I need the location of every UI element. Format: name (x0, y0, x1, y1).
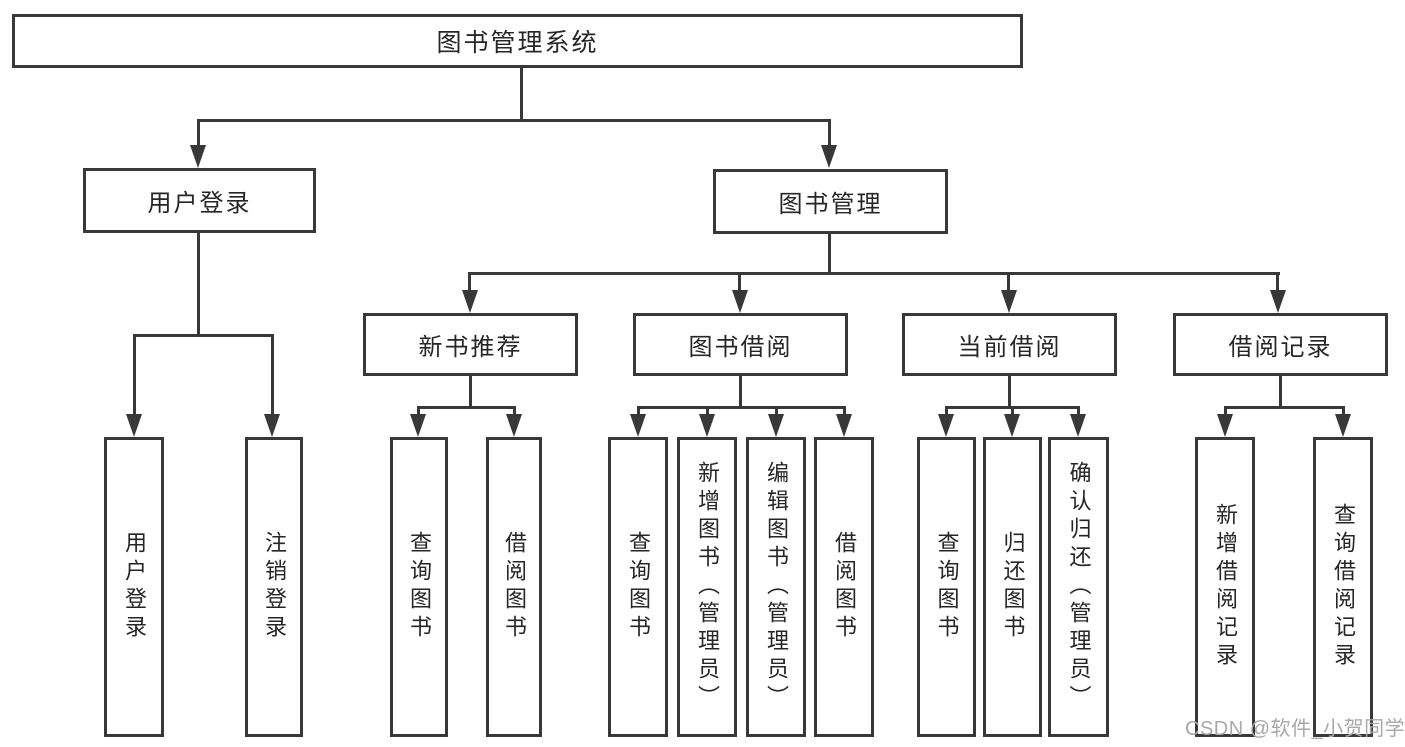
leaf-add-books-admin: 新增图书（管理员） (677, 437, 737, 737)
node-label: 新书推荐 (418, 334, 523, 361)
connector-segment (197, 119, 831, 122)
connector-segment (775, 406, 778, 420)
node-label: 用户登录 (147, 190, 252, 217)
connector-segment (468, 272, 471, 292)
leaf-borrow-books: 借阅图书 (814, 437, 874, 737)
arrow-down-icon (1217, 414, 1233, 437)
connector-segment (1342, 406, 1345, 420)
node-label: 借阅图书 (502, 531, 527, 643)
connector-segment (197, 119, 200, 149)
connector-segment (828, 234, 831, 275)
arrow-down-icon (938, 414, 954, 437)
arrow-down-icon (462, 290, 478, 313)
connector-segment (197, 233, 200, 336)
connector-segment (1224, 406, 1344, 409)
connector-segment (417, 406, 516, 409)
node-new-book-recommend: 新书推荐 (363, 313, 578, 376)
leaf-query-books-current: 查询图书 (917, 437, 976, 737)
connector-segment (739, 376, 742, 408)
connector-segment (706, 406, 709, 420)
connector-segment (843, 406, 846, 420)
connector-segment (513, 406, 516, 420)
node-label: 查询图书 (407, 531, 432, 643)
connector-segment (1224, 406, 1227, 420)
connector-segment (133, 334, 136, 418)
node-label: 新增图书（管理员） (695, 461, 720, 713)
node-label: 归还图书 (1000, 531, 1026, 643)
connector-segment (1008, 376, 1011, 408)
node-book-borrow: 图书借阅 (633, 313, 848, 376)
leaf-add-borrow-record: 新增借阅记录 (1195, 437, 1255, 737)
node-label: 用户登录 (122, 531, 147, 643)
connector-segment (417, 406, 420, 420)
node-label: 编辑图书（管理员） (764, 461, 789, 713)
node-label: 查询借阅记录 (1331, 503, 1356, 671)
leaf-return-books: 归还图书 (983, 437, 1042, 737)
leaf-user-login: 用户登录 (104, 437, 164, 737)
connector-segment (637, 406, 846, 409)
node-library-management-system: 图书管理系统 (12, 14, 1023, 68)
connector-segment (271, 334, 274, 418)
arrow-down-icon (410, 414, 426, 437)
leaf-query-books-recommend: 查询图书 (390, 437, 448, 737)
arrow-down-icon (768, 414, 784, 437)
leaf-query-borrow-record: 查询借阅记录 (1313, 437, 1373, 737)
connector-segment (945, 406, 948, 420)
node-borrow-records: 借阅记录 (1173, 313, 1388, 376)
node-book-management: 图书管理 (713, 169, 948, 234)
arrow-down-icon (1335, 414, 1351, 437)
arrow-down-icon (264, 414, 280, 437)
arrow-down-icon (699, 414, 715, 437)
arrow-down-icon (836, 414, 852, 437)
connector-segment (469, 376, 472, 408)
leaf-confirm-return-admin: 确认归还（管理员） (1048, 437, 1109, 737)
node-label: 新增借阅记录 (1213, 503, 1238, 671)
node-label: 图书管理 (778, 191, 883, 218)
leaf-borrow-books-recommend: 借阅图书 (486, 437, 542, 737)
connector-segment (1276, 272, 1279, 292)
node-label: 图书借阅 (688, 334, 793, 361)
leaf-logout: 注销登录 (245, 437, 303, 737)
node-label: 当前借阅 (957, 334, 1062, 361)
arrow-down-icon (506, 414, 522, 437)
arrow-down-icon (630, 414, 646, 437)
node-label: 确认归还（管理员） (1066, 461, 1092, 713)
connector-segment (1011, 406, 1014, 420)
arrow-down-icon (1001, 290, 1017, 313)
arrow-down-icon (126, 414, 142, 437)
arrow-down-icon (821, 145, 837, 168)
connector-segment (520, 68, 523, 120)
arrow-down-icon (1004, 414, 1020, 437)
leaf-query-books-borrow: 查询图书 (608, 437, 668, 737)
node-label: 查询图书 (626, 531, 651, 643)
connector-segment (1007, 272, 1010, 292)
connector-segment (738, 272, 741, 292)
node-label: 借阅图书 (832, 531, 857, 643)
connector-segment (468, 272, 1280, 275)
arrow-down-icon (190, 145, 206, 168)
node-label: 图书管理系统 (436, 29, 599, 57)
arrow-down-icon (1270, 290, 1286, 313)
csdn-watermark: CSDN @软件_小贺同学 (1185, 718, 1405, 740)
node-label: 查询图书 (934, 531, 960, 643)
connector-segment (637, 406, 640, 420)
connector-segment (1279, 376, 1282, 408)
node-label: 借阅记录 (1228, 334, 1333, 361)
arrow-down-icon (732, 290, 748, 313)
node-user-login: 用户登录 (83, 168, 316, 233)
arrow-down-icon (1070, 414, 1086, 437)
node-current-borrow: 当前借阅 (902, 313, 1117, 376)
leaf-edit-books-admin: 编辑图书（管理员） (746, 437, 806, 737)
node-label: 注销登录 (262, 531, 287, 643)
connector-segment (133, 334, 274, 337)
connector-segment (1077, 406, 1080, 420)
connector-segment (828, 119, 831, 149)
